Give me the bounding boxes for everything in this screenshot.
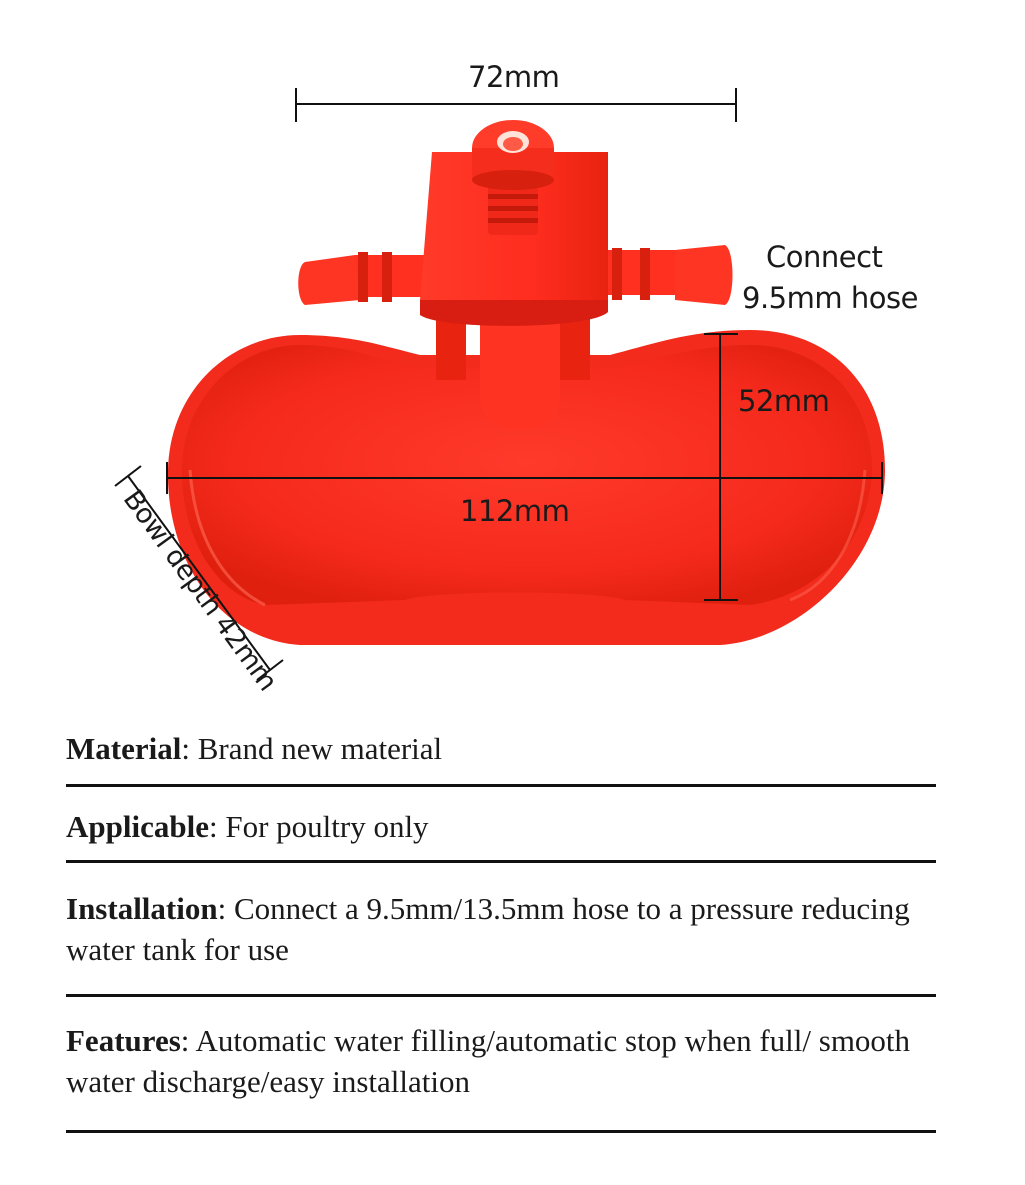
bowl-rim-right xyxy=(789,469,867,602)
hose-barb-right xyxy=(600,245,733,305)
spec-applicable: Applicable: For poultry only xyxy=(66,806,946,847)
hose-label-line2: 9.5mm hose xyxy=(742,281,918,315)
bowl-inner xyxy=(181,345,873,605)
divider xyxy=(66,1130,936,1133)
spec-installation-text: : Connect a 9.5mm/13.5mm hose to a press… xyxy=(66,891,910,967)
spec-features: Features: Automatic water filling/automa… xyxy=(66,1020,946,1102)
spec-installation: Installation: Connect a 9.5mm/13.5mm hos… xyxy=(66,888,946,970)
threaded-cap xyxy=(472,120,554,235)
spec-material-label: Material xyxy=(66,731,182,766)
hose-barb-left xyxy=(298,252,430,305)
product-illustration: 72mm Connect 9.5mm hose 52mm 112mm Bowl … xyxy=(114,60,918,697)
divider xyxy=(66,860,936,863)
divider xyxy=(66,994,936,997)
length-label: 112mm xyxy=(460,494,570,528)
spec-material: Material: Brand new material xyxy=(66,728,946,769)
spec-applicable-label: Applicable xyxy=(66,809,209,844)
spec-applicable-text: : For poultry only xyxy=(208,809,429,844)
drinker-cup-drawing xyxy=(114,88,885,681)
spec-features-text: : Automatic water filling/automatic stop… xyxy=(66,1023,911,1099)
valve-block xyxy=(420,152,608,324)
height-label: 52mm xyxy=(738,384,830,418)
spec-installation-label: Installation xyxy=(66,891,218,926)
spec-features-label: Features xyxy=(66,1023,181,1058)
divider xyxy=(66,784,936,787)
depth-dim-line xyxy=(127,475,271,671)
nozzle-tube xyxy=(480,300,560,430)
hose-label-line1: Connect xyxy=(766,240,883,274)
bowl-rim xyxy=(188,469,266,607)
width-label: 72mm xyxy=(468,60,560,94)
spec-material-text: : Brand new material xyxy=(181,731,443,766)
